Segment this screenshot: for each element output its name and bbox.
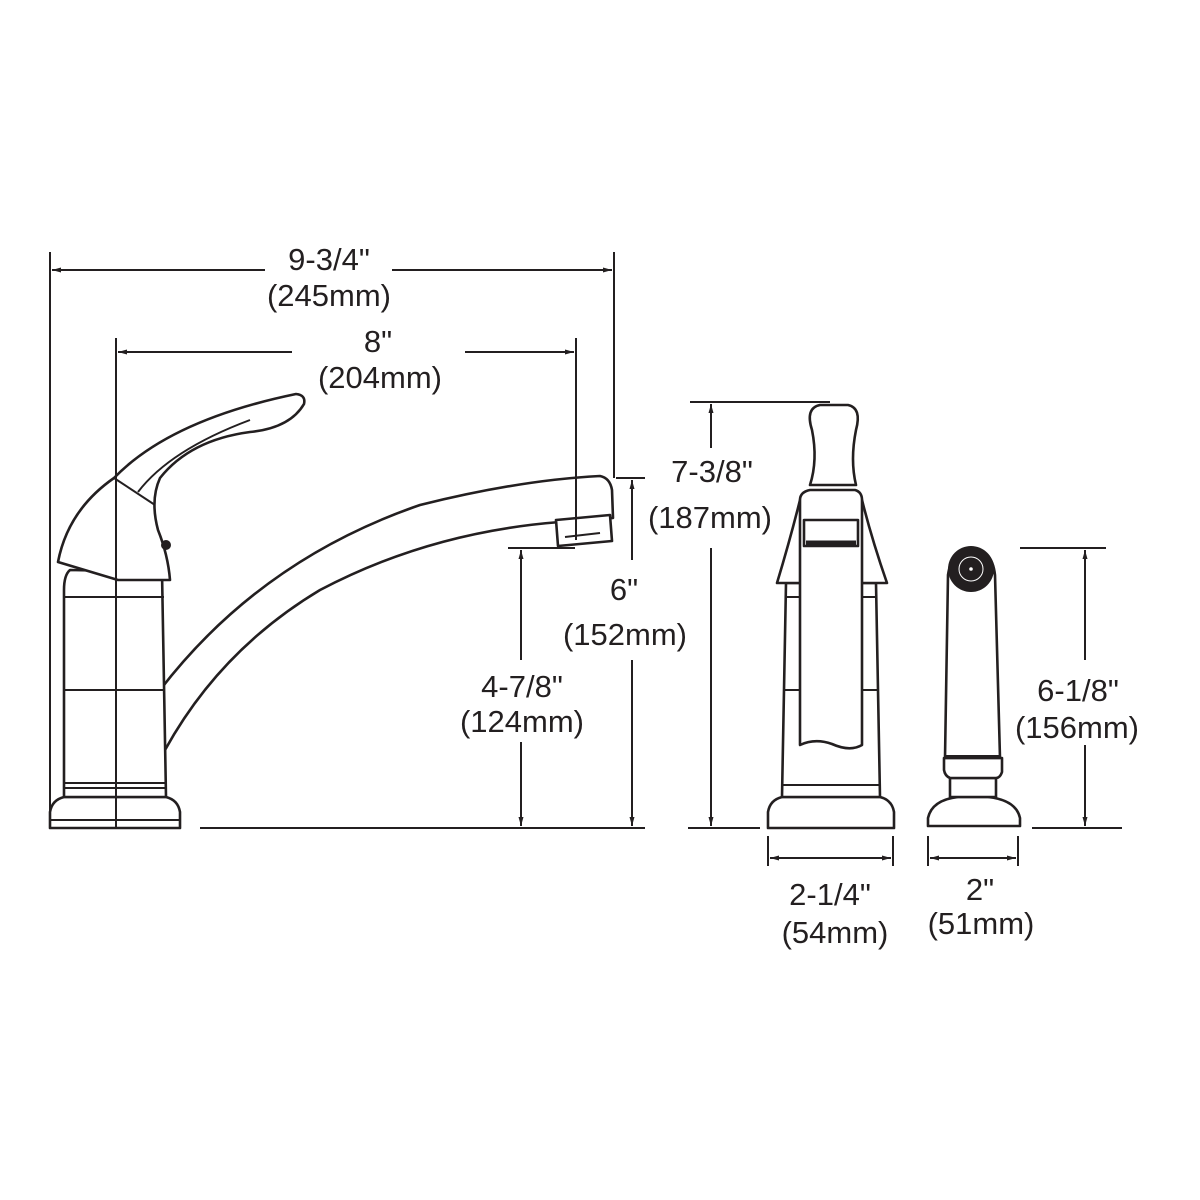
aerator <box>554 513 614 548</box>
front-view-faucet <box>766 403 896 830</box>
side-view-faucet <box>48 392 615 830</box>
handle <box>56 392 306 582</box>
overall-length-mm: (245mm) <box>267 278 391 313</box>
handle-groove <box>137 419 251 493</box>
sprayer-base-width-inch: 2" <box>966 872 994 907</box>
front-handle-lever <box>808 403 860 487</box>
sprayer-height-mm: (156mm) <box>1015 710 1139 745</box>
handle-joint <box>113 477 156 506</box>
side-view-dimensions <box>49 252 645 829</box>
handle-button <box>161 540 171 550</box>
spray-nozzle <box>969 567 973 571</box>
side-sprayer <box>926 546 1022 828</box>
spout-height-mm: (152mm) <box>563 617 687 652</box>
overall-height-mm: (187mm) <box>648 500 772 535</box>
sprayer-height-inch: 6-1/8" <box>1037 673 1119 708</box>
overall-length-inch: 9-3/4" <box>288 242 370 277</box>
aerator-height-inch: 4-7/8" <box>481 669 563 704</box>
sprayer-neck <box>948 776 998 799</box>
aerator-height-mm: (124mm) <box>460 704 584 739</box>
spout-height-inch: 6" <box>610 572 638 607</box>
aerator-mark <box>564 532 601 538</box>
spout-reach-inch: 8" <box>364 324 392 359</box>
sprayer-collar <box>942 756 1004 780</box>
sprayer-base <box>926 795 1022 828</box>
front-handle-stem <box>798 488 864 750</box>
front-view-dimensions <box>688 401 894 866</box>
base-width-inch: 2-1/4" <box>789 877 871 912</box>
front-base <box>766 795 896 830</box>
spout-reach-mm: (204mm) <box>318 360 442 395</box>
spray-ring <box>958 556 984 582</box>
base-width-mm: (54mm) <box>782 915 889 950</box>
sprayer-dimensions <box>927 547 1122 866</box>
sprayer-base-width-mm: (51mm) <box>928 906 1035 941</box>
overall-height-inch: 7-3/8" <box>671 454 753 489</box>
